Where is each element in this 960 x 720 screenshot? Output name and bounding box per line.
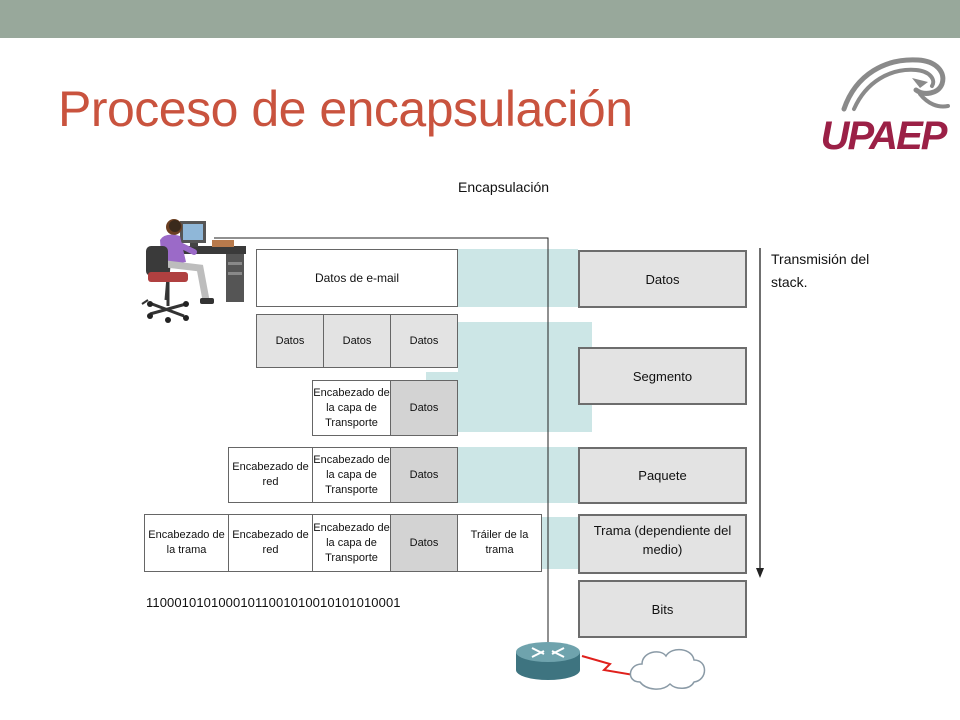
lightning-link-icon (581, 655, 641, 677)
connection-line (214, 237, 549, 646)
eagle-icon (841, 57, 950, 112)
band-data (458, 249, 578, 307)
network-header-label-row4: Encabezado de red (232, 461, 309, 488)
layer-segmento: Segmento (578, 347, 747, 405)
top-bar (0, 0, 960, 38)
packet-data-box: Datos (390, 447, 458, 503)
stack-transmission-label: Transmisión del stack. (771, 251, 870, 290)
logo-wordmark: UPAEP (820, 114, 948, 158)
transport-header-label-row4: Encabezado de la capa de Transporte (313, 453, 390, 496)
frame-data-box: Datos (390, 514, 458, 572)
layer-bits-label: Bits (651, 601, 674, 617)
transport-header-label-row3: Encabezado de la capa de Transporte (313, 386, 390, 429)
transport-header-box-row3: Encabezado de la capa de Transporte (312, 380, 391, 436)
band-packet (458, 447, 578, 503)
frame-data-label: Datos (409, 536, 439, 549)
segment-data-label-2: Datos (342, 334, 372, 347)
network-cloud-icon (629, 648, 706, 690)
frame-header-label: Encabezado de la trama (148, 529, 225, 556)
layer-datos-label: Datos (645, 271, 680, 287)
transport-header-box-row5: Encabezado de la capa de Transporte (312, 514, 391, 572)
packet-data-label: Datos (409, 468, 439, 481)
layer-paquete-label: Paquete (638, 468, 687, 483)
bits-string: 11000101010001011001010010101010001 (146, 595, 401, 610)
email-data-label: Datos de e-mail (314, 270, 400, 285)
layer-datos: Datos (578, 250, 747, 308)
segment-data-box-3: Datos (390, 314, 458, 368)
layer-bits: Bits (578, 580, 747, 638)
email-data-box: Datos de e-mail (256, 249, 458, 307)
upaep-logo: UPAEP (816, 54, 950, 160)
transport-header-label-row5: Encabezado de la capa de Transporte (313, 521, 390, 564)
transport-data-label-row3: Datos (409, 401, 439, 414)
frame-trailer-box: Tráiler de la trama (457, 514, 542, 572)
segment-data-label-3: Datos (409, 334, 439, 347)
transport-data-box-row3: Datos (390, 380, 458, 436)
router-icon (516, 642, 580, 680)
slide-title: Proceso de encapsulación (58, 81, 633, 137)
network-header-box-row4: Encabezado de red (228, 447, 313, 503)
transport-header-box-row4: Encabezado de la capa de Transporte (312, 447, 391, 503)
frame-trailer-label: Tráiler de la trama (470, 529, 529, 556)
down-arrow-icon (756, 248, 764, 578)
network-header-label-row5: Encabezado de red (232, 529, 309, 556)
band-segment (458, 322, 592, 432)
layer-trama-label: Trama (dependiente del medio) (593, 523, 732, 557)
layer-trama: Trama (dependiente del medio) (578, 514, 747, 574)
user-at-computer-icon (141, 219, 246, 323)
segment-data-label-1: Datos (275, 334, 305, 347)
layer-paquete: Paquete (578, 447, 747, 504)
frame-header-box: Encabezado de la trama (144, 514, 229, 572)
layer-segmento-label: Segmento (632, 368, 693, 384)
encapsulation-heading: Encapsulación (458, 179, 550, 195)
